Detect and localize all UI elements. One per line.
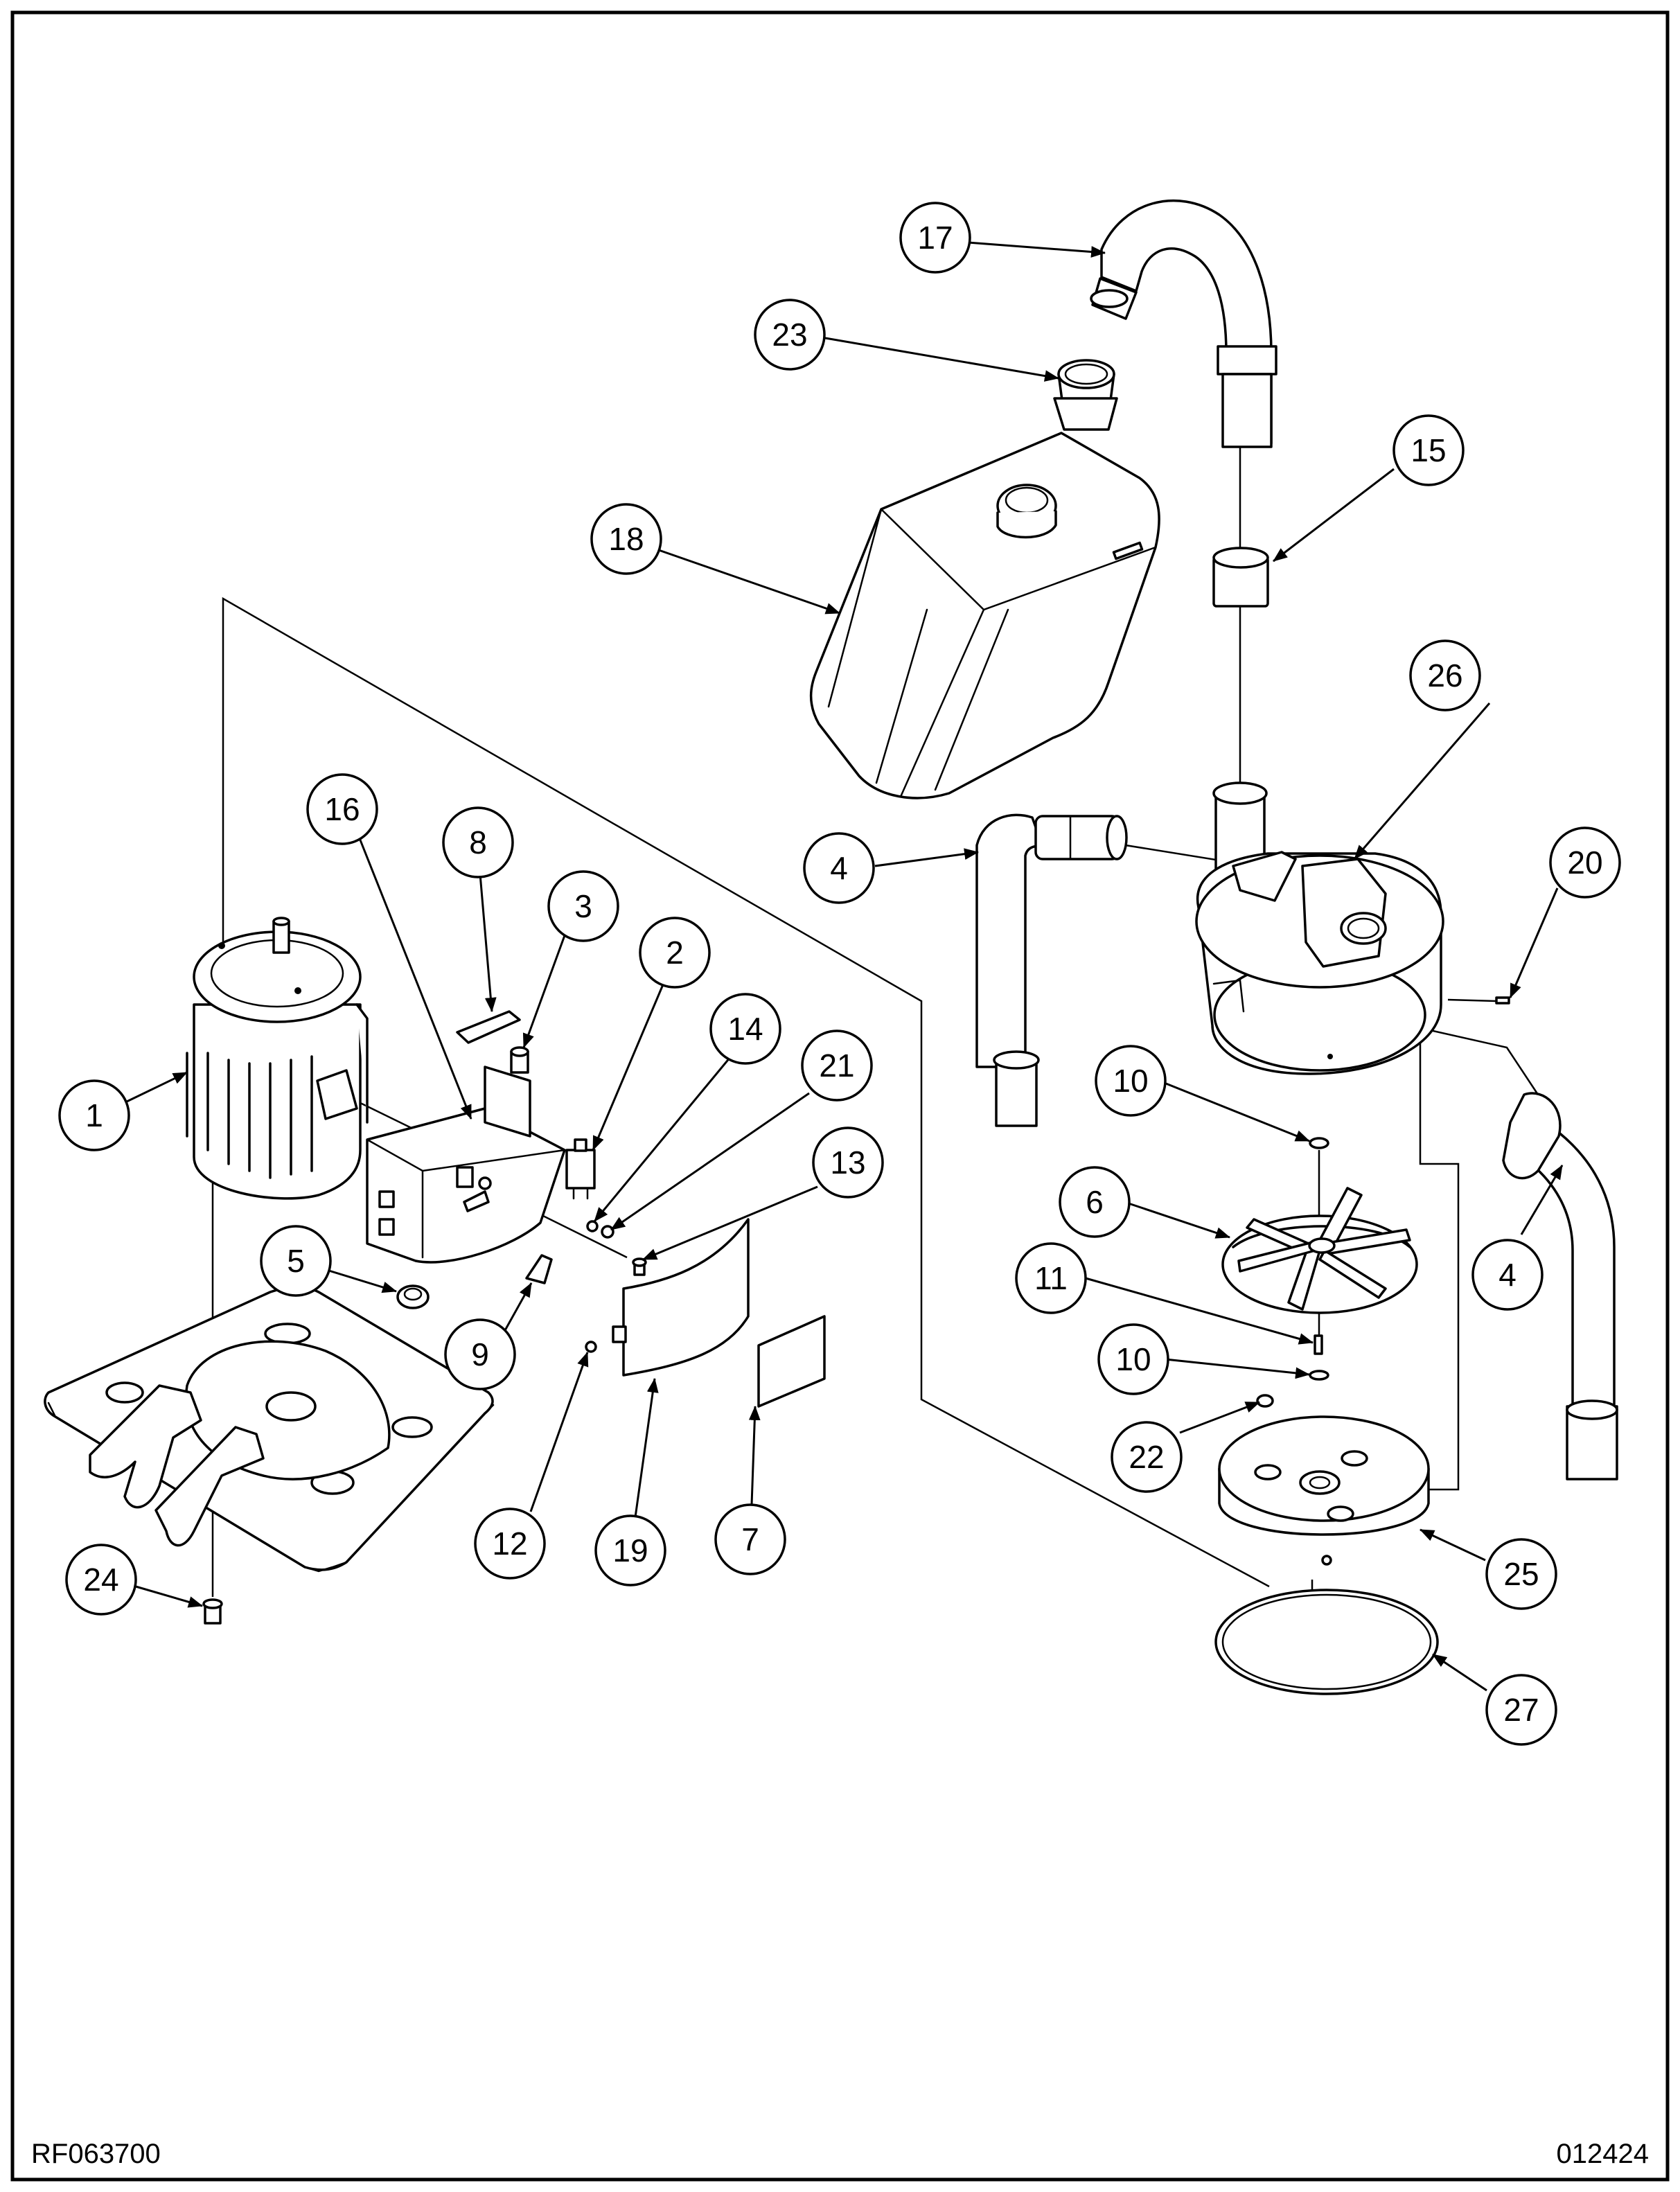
callout-number-6: 6	[1086, 1184, 1104, 1220]
callout-number-4-left: 4	[830, 850, 848, 886]
cover-19	[612, 1218, 750, 1377]
callout-bubble-8: 8	[442, 806, 514, 878]
callout-number-13: 13	[830, 1144, 865, 1181]
callout-number-21: 21	[819, 1048, 854, 1084]
callout-number-3: 3	[574, 888, 592, 924]
callout-number-7: 7	[741, 1521, 759, 1557]
drawing-reference-right: 012424	[1557, 2139, 1649, 2169]
washer-10-upper	[1309, 1137, 1329, 1149]
callout-number-11: 11	[1034, 1260, 1068, 1296]
callout-bubble-3: 3	[547, 870, 619, 942]
label-plate	[456, 1010, 521, 1044]
motor	[186, 917, 369, 1200]
coupling	[1053, 359, 1118, 431]
callout-number-10-lower: 10	[1115, 1341, 1151, 1377]
screw-12	[585, 1341, 597, 1353]
callout-bubble-2: 2	[639, 917, 711, 989]
key-11	[1314, 1334, 1323, 1355]
callout-number-1: 1	[85, 1097, 103, 1133]
callout-bubble-26: 26	[1409, 639, 1481, 711]
callout-bubble-9: 9	[444, 1318, 516, 1390]
callout-bubble-23: 23	[754, 299, 826, 371]
base-disc	[1218, 1415, 1430, 1566]
sleeve	[1212, 547, 1269, 608]
hose-right	[1502, 1092, 1618, 1481]
leader-lines	[126, 241, 1564, 1692]
elbow-hose	[1090, 200, 1277, 448]
nut-5	[396, 1284, 430, 1309]
callout-number-17: 17	[917, 220, 953, 256]
callout-bubble-4-right: 4	[1471, 1239, 1544, 1311]
callout-number-16: 16	[324, 791, 360, 827]
callout-bubble-25: 25	[1485, 1538, 1557, 1610]
callout-bubble-24: 24	[65, 1544, 137, 1616]
callout-bubble-4-left: 4	[803, 832, 875, 904]
ring	[1214, 1589, 1439, 1695]
callout-number-2: 2	[666, 935, 684, 971]
label-7	[757, 1315, 826, 1408]
callout-number-4-right: 4	[1498, 1257, 1517, 1293]
switch-2	[565, 1138, 596, 1200]
callout-bubble-16: 16	[306, 773, 378, 845]
callout-number-8: 8	[469, 824, 487, 860]
callout-bubble-5: 5	[260, 1225, 332, 1297]
washer-10-lower	[1309, 1370, 1329, 1381]
callout-bubble-22: 22	[1111, 1421, 1183, 1493]
electrical-box	[366, 1066, 566, 1264]
bolt-24	[202, 1598, 223, 1625]
callout-bubble-14: 14	[709, 993, 781, 1065]
callout-number-18: 18	[608, 521, 644, 557]
callout-bubble-20: 20	[1549, 827, 1621, 899]
callout-bubble-19: 19	[594, 1514, 666, 1586]
callout-number-27: 27	[1503, 1692, 1539, 1728]
screw-21	[601, 1225, 614, 1239]
blower-housing	[1195, 781, 1444, 1075]
hopper-container	[809, 432, 1160, 799]
callout-number-15: 15	[1411, 432, 1446, 468]
callout-bubble-13: 13	[812, 1126, 884, 1199]
fitting-3	[510, 1046, 529, 1074]
drawing-reference-left: RF063700	[31, 2139, 161, 2169]
base-plate	[44, 1285, 495, 1573]
callout-bubble-27: 27	[1485, 1674, 1557, 1746]
callout-number-9: 9	[471, 1336, 489, 1372]
wire-nut-9	[525, 1254, 553, 1284]
callout-number-26: 26	[1427, 657, 1462, 693]
callout-number-24: 24	[83, 1562, 118, 1598]
callout-number-5: 5	[287, 1243, 305, 1279]
callout-bubble-10-lower: 10	[1097, 1323, 1169, 1395]
callout-bubble-12: 12	[474, 1508, 546, 1580]
impeller	[1221, 1187, 1418, 1314]
callout-number-25: 25	[1503, 1556, 1539, 1592]
callouts: 1 2 3 4 4 5 6 7 8 9 10 10 11 12 13 14 15…	[58, 202, 1621, 1746]
screw-13	[632, 1257, 647, 1276]
pin-20	[1495, 996, 1510, 1005]
screw-14	[586, 1220, 599, 1232]
callout-number-20: 20	[1567, 845, 1602, 881]
callout-number-19: 19	[612, 1532, 648, 1568]
callout-number-12: 12	[492, 1526, 527, 1562]
callout-number-14: 14	[727, 1011, 763, 1047]
callout-number-22: 22	[1129, 1439, 1164, 1475]
callout-bubble-18: 18	[590, 503, 662, 575]
callout-bubble-17: 17	[899, 202, 971, 274]
callout-number-23: 23	[772, 317, 807, 353]
drawing-border	[10, 10, 1670, 2182]
callout-number-10-upper: 10	[1113, 1063, 1148, 1099]
nut-22	[1256, 1394, 1274, 1408]
callout-bubble-7: 7	[714, 1503, 786, 1575]
hose-left	[975, 813, 1128, 1127]
callout-bubble-6: 6	[1059, 1166, 1131, 1238]
callout-bubble-15: 15	[1392, 414, 1465, 486]
callout-bubble-11: 11	[1015, 1242, 1087, 1314]
callout-bubble-21: 21	[801, 1029, 873, 1102]
callout-bubble-1: 1	[58, 1079, 130, 1151]
callout-bubble-10-upper: 10	[1095, 1045, 1167, 1117]
